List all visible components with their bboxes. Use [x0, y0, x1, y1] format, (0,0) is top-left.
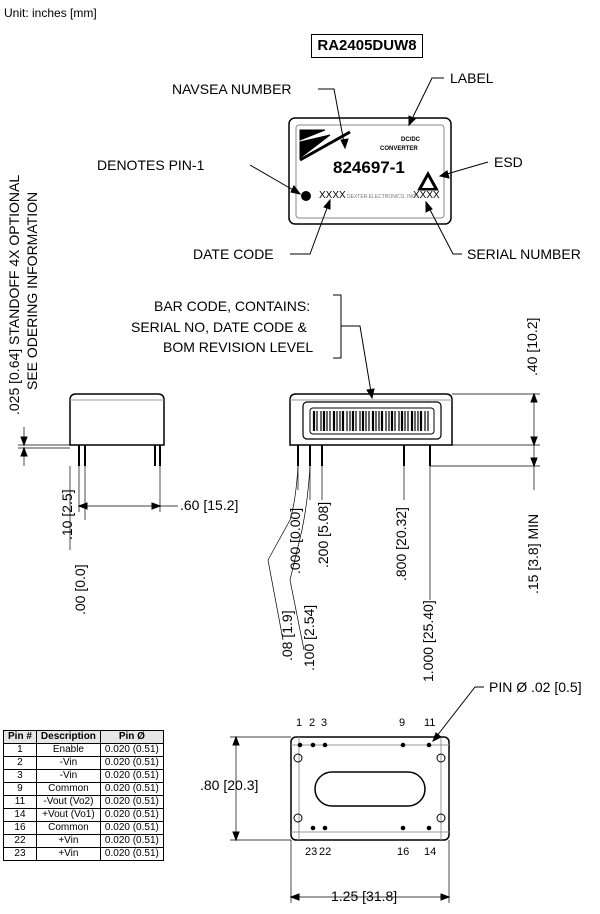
barcode-callout-line2: SERIAL NO, DATE CODE & — [131, 319, 307, 335]
label-date-code: XXXX — [319, 190, 346, 201]
barcode-callout-line1: BAR CODE, CONTAINS: — [154, 298, 311, 314]
top-view — [249, 77, 489, 255]
pin-number: 11 — [424, 717, 436, 729]
pin-table-cell-desc: -Vout (Vo2) — [35, 795, 101, 809]
pin-number: 9 — [399, 717, 406, 729]
pin-table-cell-dia: 0.020 (0.51) — [99, 769, 164, 783]
pin-number: 2 — [309, 717, 316, 729]
navsea-callout: NAVSEA NUMBER — [172, 81, 292, 97]
pin-table-cell-pin: 14 — [3, 808, 37, 822]
pin-table-row: 14+Vout (Vo1)0.020 (0.51) — [3, 808, 164, 822]
pin-table-cell-dia: 0.020 (0.51) — [99, 795, 164, 809]
pin-table-cell-pin: 22 — [3, 834, 37, 848]
label-dcdc: DC/DC — [401, 137, 420, 143]
pin-table-cell-dia: 0.020 (0.51) — [99, 756, 164, 770]
serial-number-callout: SERIAL NUMBER — [467, 246, 581, 262]
side-view — [18, 393, 178, 550]
pin-table-cell-pin: 3 — [3, 769, 37, 783]
pin-table-cell-dia: 0.020 (0.51) — [99, 834, 164, 848]
pin-table-cell-desc: Common — [35, 782, 101, 796]
pin-number: 23 — [305, 846, 318, 858]
pin-table-cell-dia: 0.020 (0.51) — [99, 847, 164, 861]
label-converter: CONVERTER — [380, 146, 418, 152]
pin-table-cell-pin: 9 — [3, 782, 37, 796]
pin-number: 14 — [424, 846, 437, 858]
pin-table-cell-desc: +Vout (Vo1) — [35, 808, 101, 822]
pin-table-header: Description — [35, 730, 101, 744]
pin-number: 3 — [321, 717, 328, 729]
part-number: RA2405DUW8 — [311, 34, 423, 58]
pin-number: 16 — [397, 846, 410, 858]
pin-table-cell-pin: 23 — [3, 847, 37, 861]
pin-table-cell-pin: 16 — [3, 821, 37, 835]
date-code-callout: DATE CODE — [193, 246, 274, 262]
dim-width-side: .60 [15.2] — [180, 497, 239, 513]
pin-diameter-callout: PIN Ø .02 [0.5] — [489, 679, 582, 695]
pin-table-header: Pin Ø — [99, 730, 164, 744]
pin-table-header: Pin # — [3, 730, 37, 744]
pin-table-cell-dia: 0.020 (0.51) — [99, 821, 164, 835]
pin-table-cell-pin: 1 — [3, 743, 37, 757]
label-navsea-number: 824697-1 — [333, 158, 405, 177]
unit-label: Unit: inches [mm] — [4, 6, 97, 20]
dim-bottom-height: .80 [20.3] — [200, 777, 259, 793]
esd-callout: ESD — [494, 154, 523, 170]
pin-table-cell-desc: Common — [35, 821, 101, 835]
pin1-callout: DENOTES PIN-1 — [97, 157, 205, 173]
label-callout: LABEL — [450, 70, 494, 86]
dim-bottom-width: 1.25 [31.8] — [331, 888, 398, 904]
bottom-view — [230, 686, 484, 903]
pin-table-cell-desc: -Vin — [35, 769, 101, 783]
pin-table-cell-pin: 2 — [3, 756, 37, 770]
pin-table-cell-desc: -Vin — [35, 756, 101, 770]
pin-table-cell-dia: 0.020 (0.51) — [99, 743, 164, 757]
pin-table-cell-desc: Enable — [35, 743, 101, 757]
label-serial: XXXX — [413, 190, 440, 201]
front-view — [267, 294, 540, 651]
label-maker: DEXTER ELECTRONICS, INC. — [347, 194, 418, 200]
pin-number: 22 — [319, 846, 332, 858]
pin-number: 1 — [296, 717, 303, 729]
pin-table-cell-dia: 0.020 (0.51) — [99, 808, 164, 822]
pin-table-cell-dia: 0.020 (0.51) — [99, 782, 164, 796]
barcode-callout-line3: BOM REVISION LEVEL — [163, 339, 314, 355]
pin-table-cell-pin: 11 — [3, 795, 37, 809]
pin-table-row: 11-Vout (Vo2)0.020 (0.51) — [3, 795, 164, 809]
pin-table-cell-desc: +Vin — [35, 847, 101, 861]
pin-table-cell-desc: +Vin — [35, 834, 101, 848]
